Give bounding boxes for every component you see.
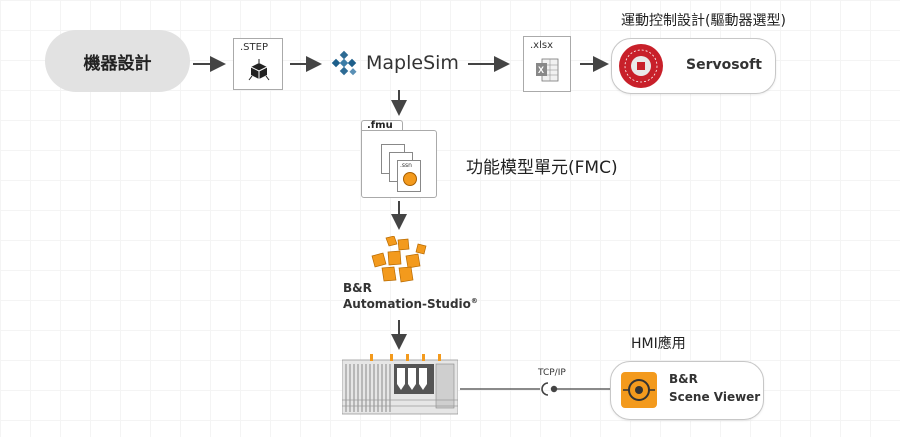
automation-studio-icon [371,236,427,283]
machine-design-node: 機器設計 [45,30,190,92]
step-file-icon: .STEP [233,38,283,90]
plc-hardware-icon [342,354,458,415]
servosoft-node: Servosoft [611,38,776,94]
hmi-label: HMI應用 [631,336,686,352]
cube-icon [248,59,270,81]
tcp-plug-icon [550,385,558,393]
tcp-ip-label: TCP/IP [538,368,566,378]
scene-viewer-icon [621,372,657,408]
automation-studio-text: Automation-Studio [343,297,471,311]
fmu-folder-icon: .fmu .ssn [361,120,437,198]
br-automation-line2: Automation-Studio® [343,297,478,311]
svg-text:X: X [538,65,544,75]
scene-viewer-line1: B&R [669,372,698,386]
fmc-label: 功能模型單元(FMC) [466,158,618,178]
maplesim-logo-icon [331,50,357,76]
servosoft-label: Servosoft [686,57,762,73]
machine-design-label: 機器設計 [83,53,152,74]
scene-viewer-node: B&R Scene Viewer [610,361,764,420]
tcp-socket-icon [541,382,549,396]
xlsx-file-label: .xlsx [530,40,554,51]
fmu-file-label: .fmu [367,120,393,131]
motion-control-label: 運動控制設計(驅動器選型) [621,13,786,29]
fmu-inner-label: .ssn [400,162,412,169]
br-automation-line1: B&R [343,281,372,295]
step-file-label: .STEP [240,42,268,53]
scene-viewer-line2: Scene Viewer [669,390,761,404]
spreadsheet-icon: X [536,58,559,82]
fmu-gear-icon [403,172,417,186]
registered-mark: ® [470,297,478,305]
servosoft-logo-icon [619,44,663,88]
maplesim-label: MapleSim [366,52,459,74]
xlsx-file-icon: .xlsx X [523,36,571,92]
